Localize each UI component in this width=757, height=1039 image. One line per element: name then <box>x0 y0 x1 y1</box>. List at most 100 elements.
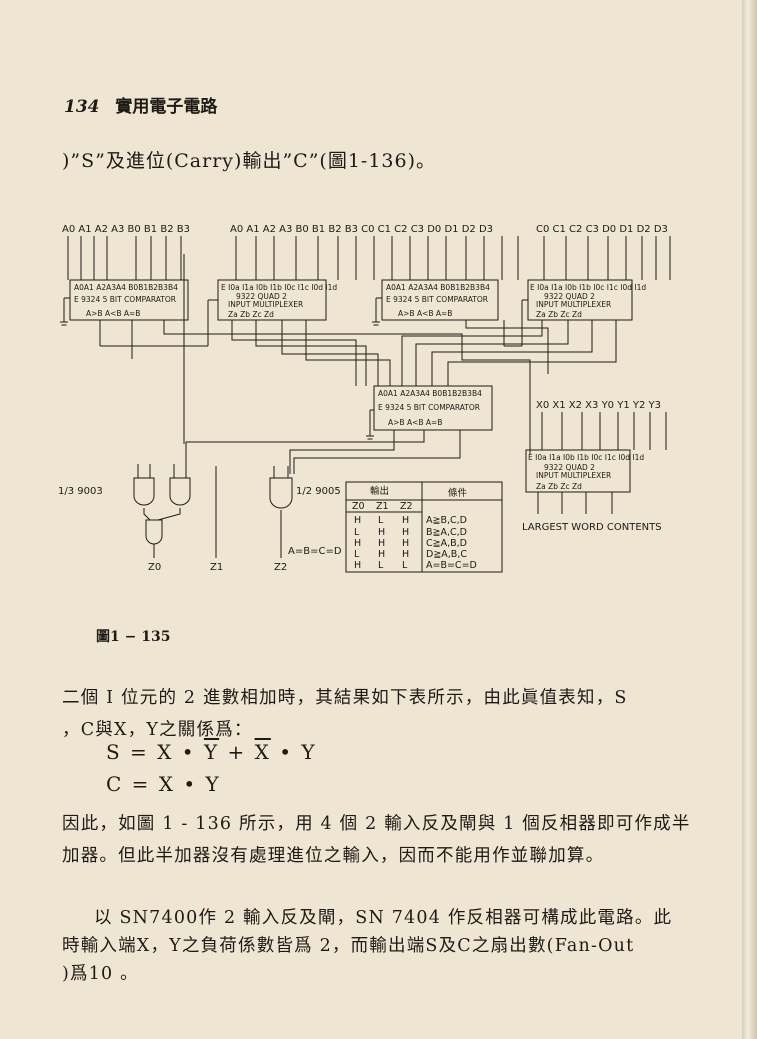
input-labels-3: C0 C1 C2 C3 D0 D1 D2 D3 <box>536 224 668 235</box>
svg-text:H: H <box>354 560 361 571</box>
chip2-part: 9322 QUAD 2 <box>236 292 287 301</box>
svg-text:H: H <box>378 549 385 560</box>
chip5-outputs: A>B A<B A=B <box>388 418 442 427</box>
figure-caption: 圖1 − 135 <box>96 629 171 645</box>
page-header: 134 實用電子電路 <box>64 92 217 117</box>
page-edge <box>742 0 757 1039</box>
paragraph-2-line-1: 因此，如圖 1 - 136 所示，用 4 個 2 輸入反及閘與 1 個反相器即可… <box>62 814 691 834</box>
equal-label: A=B=C=D <box>288 546 342 557</box>
paragraph-2-line-2: 加器。但此半加器沒有處理進位之輸入，因而不能用作並聯加算。 <box>62 846 605 866</box>
svg-text:L: L <box>378 560 384 571</box>
largest-label: LARGEST WORD CONTENTS <box>522 522 662 533</box>
circuit-diagram: A0 A1 A2 A3 B0 B1 B2 B3 A0 A1 A2 A3 B0 B… <box>58 224 671 573</box>
chip4-outputs: Za Zb Zc Zd <box>536 310 582 319</box>
chip3-pins: A0A1 A2A3A4 B0B1B2B3B4 <box>386 283 490 292</box>
table-col-z1: Z1 <box>376 501 389 512</box>
paragraph-3-line-2: 時輸入端X，Y之負荷係數皆爲 2，而輸出端S及C之扇出數(Fan-Out <box>62 936 635 956</box>
chip5-output-wires <box>185 430 461 474</box>
formula-sum-part-c: + <box>219 740 255 764</box>
chip4-part: 9322 QUAD 2 <box>544 292 595 301</box>
svg-text:H: H <box>402 527 409 538</box>
svg-text:L: L <box>378 515 384 526</box>
gate-label-1: 1/3 9003 <box>58 486 103 497</box>
paragraph-1-line-2: ，C與X，Y之關係爲： <box>62 720 253 740</box>
table-header-condition: 條件 <box>448 487 468 499</box>
table-row: L H H D≧A,B,C <box>354 549 467 560</box>
chip1-outputs: A>B A<B A=B <box>86 309 140 318</box>
table-col-z0: Z0 <box>352 501 365 512</box>
svg-text:A=B=C=D: A=B=C=D <box>426 560 477 571</box>
page-number: 134 <box>64 97 100 117</box>
chip1-part: E 9324 5 BIT COMPARATOR <box>74 295 176 304</box>
chip2-outputs: Za Zb Zc Zd <box>228 310 274 319</box>
paragraph-3-line-1: 以 SN7400作 2 輸入反及閘，SN 7404 作反相器可構成此電路。此 <box>94 908 673 928</box>
chip3-outputs: A>B A<B A=B <box>398 309 452 318</box>
multiplexer-chip-6: E I0a I1a I0b I1b I0c I1c I0d I1d 9322 Q… <box>525 449 644 493</box>
chip6-sub: INPUT MULTIPLEXER <box>536 471 611 480</box>
table-row: H L H A≧B,C,D <box>354 515 467 526</box>
svg-text:H: H <box>402 515 409 526</box>
gate-label-2: 1/2 9005 <box>296 486 341 497</box>
formula-sum-x-bar: X <box>254 740 271 764</box>
table-col-z2: Z2 <box>400 501 413 512</box>
svg-text:H: H <box>402 549 409 560</box>
svg-text:H: H <box>354 515 361 526</box>
multiplexer-chip-2: E I0a I1a I0b I1b I0c I1c I0d I1d 9322 Q… <box>217 279 337 321</box>
chip4-sub: INPUT MULTIPLEXER <box>536 300 611 309</box>
formula-carry: C = X • Y <box>106 772 221 796</box>
svg-text:C≧A,B,D: C≧A,B,D <box>426 538 467 549</box>
svg-text:L: L <box>354 549 360 560</box>
input-wires-2 <box>235 236 519 280</box>
svg-text:B≧A,C,D: B≧A,C,D <box>426 527 467 538</box>
nand-gates <box>133 464 293 558</box>
svg-text:H: H <box>378 538 385 549</box>
select-rail <box>99 254 528 444</box>
output-z2: Z2 <box>274 562 287 573</box>
multiplexer-chip-4: E I0a I1a I0b I1b I0c I1c I0d I1d 9322 Q… <box>527 279 646 321</box>
comparator-chip-1: A0A1 A2A3A4 B0B1B2B3B4 E 9324 5 BIT COMP… <box>69 279 189 321</box>
svg-text:H: H <box>402 538 409 549</box>
chip6-output-wires <box>537 492 613 514</box>
svg-text:D≧A,B,C: D≧A,B,C <box>426 549 467 560</box>
comparator-chip-3: A0A1 A2A3A4 B0B1B2B3B4 E 9324 5 BIT COMP… <box>381 279 499 321</box>
output-z0: Z0 <box>148 562 161 573</box>
intro-text: )”S”及進位(Carry)輸出”C”(圖1-136)。 <box>62 150 437 172</box>
chip5-pins: A0A1 A2A3A4 B0B1B2B3B4 <box>378 389 482 398</box>
table-row: L H H B≧A,C,D <box>354 527 467 538</box>
chip6-outputs: Za Zb Zc Zd <box>536 482 582 491</box>
chip4-pins: E I0a I1a I0b I1b I0c I1c I0d I1d <box>530 283 646 292</box>
paragraph-3-line-3: )爲10 。 <box>62 964 139 984</box>
svg-text:H: H <box>354 538 361 549</box>
input-wires-1 <box>67 236 182 280</box>
chip3-part: E 9324 5 BIT COMPARATOR <box>386 295 488 304</box>
formula-sum-part-e: • Y <box>270 740 317 764</box>
input-labels-4: X0 X1 X2 X3 Y0 Y1 Y2 Y3 <box>536 400 661 411</box>
formula-sum: S = X • Y + X • Y <box>106 740 317 764</box>
chip2-sub: INPUT MULTIPLEXER <box>228 300 303 309</box>
svg-text:A≧B,C,D: A≧B,C,D <box>426 515 467 526</box>
input-wires-3 <box>543 236 671 280</box>
book-title: 實用電子電路 <box>115 97 218 117</box>
svg-text:L: L <box>402 560 408 571</box>
comparator-chip-5: A0A1 A2A3A4 B0B1B2B3B4 E 9324 5 BIT COMP… <box>373 385 493 431</box>
output-z1: Z1 <box>210 562 223 573</box>
formula-sum-part-a: S = X • <box>106 740 204 764</box>
table-row: H L L A=B=C=D <box>354 560 477 571</box>
svg-text:H: H <box>378 527 385 538</box>
chip6-pins: E I0a I1a I0b I1b I0c I1c I0d I1d <box>528 453 644 462</box>
input-labels-1: A0 A1 A2 A3 B0 B1 B2 B3 <box>62 224 190 235</box>
bus-wires <box>163 320 617 454</box>
chip6-part: 9322 QUAD 2 <box>544 463 595 472</box>
input-wires-4 <box>541 412 667 450</box>
table-header-output: 輸出 <box>370 485 389 497</box>
table-row: H H H C≧A,B,D <box>354 538 467 549</box>
formula-sum-y-bar: Y <box>203 740 220 764</box>
chip2-pins: E I0a I1a I0b I1b I0c I1c I0d I1d <box>221 283 337 292</box>
chip5-part: E 9324 5 BIT COMPARATOR <box>378 403 480 412</box>
paragraph-1-line-1: 二個 I 位元的 2 進數相加時，其結果如下表所示，由此眞值表知，S <box>62 688 628 708</box>
input-labels-2: A0 A1 A2 A3 B0 B1 B2 B3 C0 C1 C2 C3 D0 D… <box>230 224 493 235</box>
svg-text:L: L <box>354 527 360 538</box>
ground-symbols <box>60 297 382 440</box>
chip1-pins: A0A1 A2A3A4 B0B1B2B3B4 <box>74 283 178 292</box>
